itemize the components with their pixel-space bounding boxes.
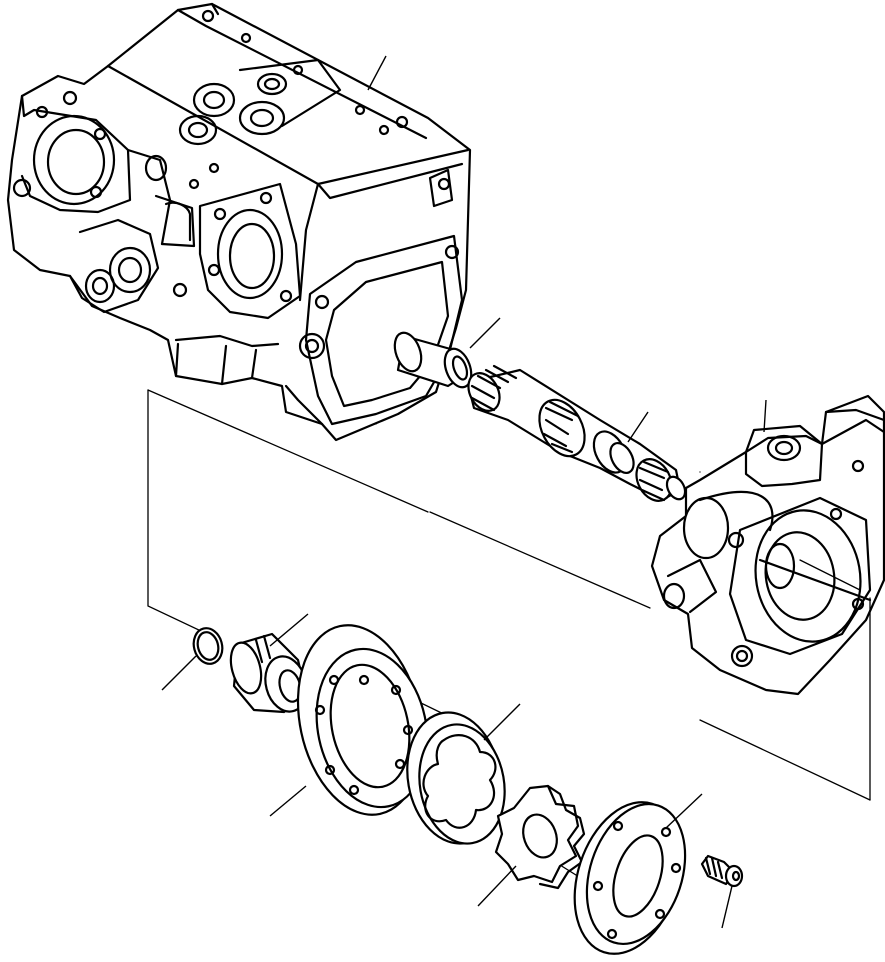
leader-outer-ring <box>483 703 521 741</box>
leader-inner-rotor <box>477 865 517 907</box>
gerotor-housing-plate <box>296 624 429 816</box>
gear-pump-body <box>650 394 885 696</box>
leader-snap-ring <box>161 655 197 691</box>
splined-drive-shaft <box>467 364 687 502</box>
snap-ring <box>192 627 224 665</box>
inner-gerotor-rotor <box>494 784 586 890</box>
leader-bushing-sleeve <box>469 317 501 349</box>
leader-lines <box>161 55 767 929</box>
outer-gerotor-ring <box>406 711 506 845</box>
pump-housing <box>6 2 472 442</box>
leader-gear-pump-body <box>763 399 767 433</box>
leader-bearing-collar <box>269 613 309 647</box>
cap-screw <box>700 854 744 888</box>
end-cover-plate <box>573 801 687 955</box>
leader-cap-screw <box>721 885 733 929</box>
leader-gerotor-housing <box>269 785 307 817</box>
leader-pump-housing <box>367 55 387 91</box>
bushing-sleeve <box>393 331 473 389</box>
leader-end-cover <box>665 793 703 829</box>
leader-drive-shaft <box>627 411 649 443</box>
